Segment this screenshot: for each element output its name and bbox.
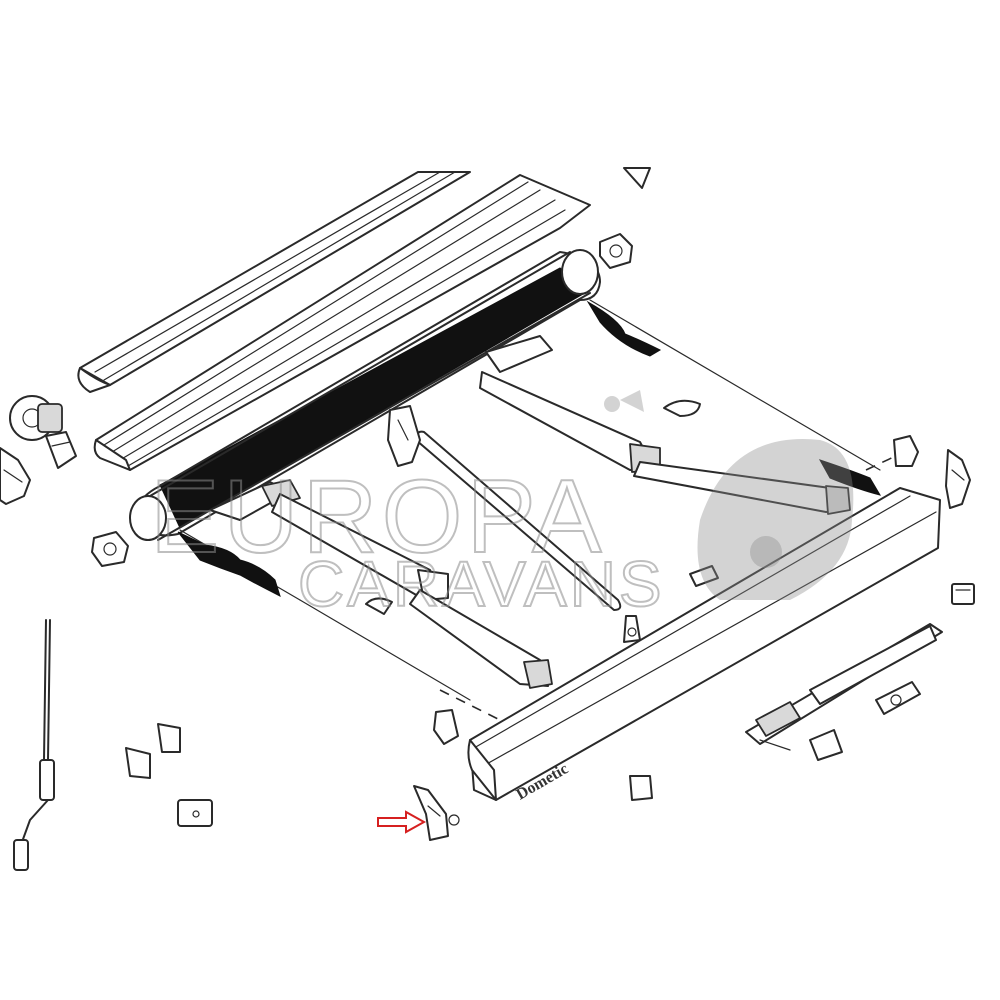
clip-right-2 (689, 565, 719, 587)
crank-handle (13, 619, 55, 871)
fabric-sheet (177, 299, 882, 701)
lower-end-bracket (433, 709, 459, 745)
back-rail-profile (93, 174, 591, 471)
arm-cap-1 (663, 399, 701, 417)
end-cap-bracket (413, 785, 460, 841)
tension-rod (415, 430, 622, 611)
watermark: EUROPA CARAVANS (149, 390, 854, 621)
tube-end-plug-left (91, 531, 129, 567)
clip-bottom-3 (629, 775, 653, 801)
tube-end-plug-right (599, 233, 633, 269)
front-end-bracket-right (945, 449, 971, 509)
support-leg (745, 623, 943, 751)
left-arm-assembly (209, 479, 553, 689)
center-bracket (387, 405, 421, 467)
wall-bracket-left (0, 447, 31, 505)
front-end-bracket-top (893, 435, 919, 467)
watermark-line1: EUROPA (150, 459, 606, 575)
watermark-line2: CARAVANS (298, 548, 665, 620)
small-end-cap (177, 799, 213, 827)
guide-line-left (439, 689, 501, 721)
spring-housing-left (9, 395, 77, 469)
top-clip (623, 167, 651, 189)
top-cover-profile (77, 171, 471, 393)
guide-line-right (865, 453, 901, 471)
leg-base-plate (809, 729, 843, 761)
clip-bottom-2 (125, 747, 151, 779)
caravan-logo-icon (604, 390, 854, 600)
arm-cap-2 (365, 597, 393, 615)
clip-bottom-1 (157, 723, 181, 753)
roller-tube (129, 249, 601, 541)
clip-right-1 (951, 583, 975, 605)
leg-foot-bracket (875, 681, 921, 715)
highlight-arrow-icon (377, 810, 427, 834)
right-arm-assembly (479, 335, 851, 515)
